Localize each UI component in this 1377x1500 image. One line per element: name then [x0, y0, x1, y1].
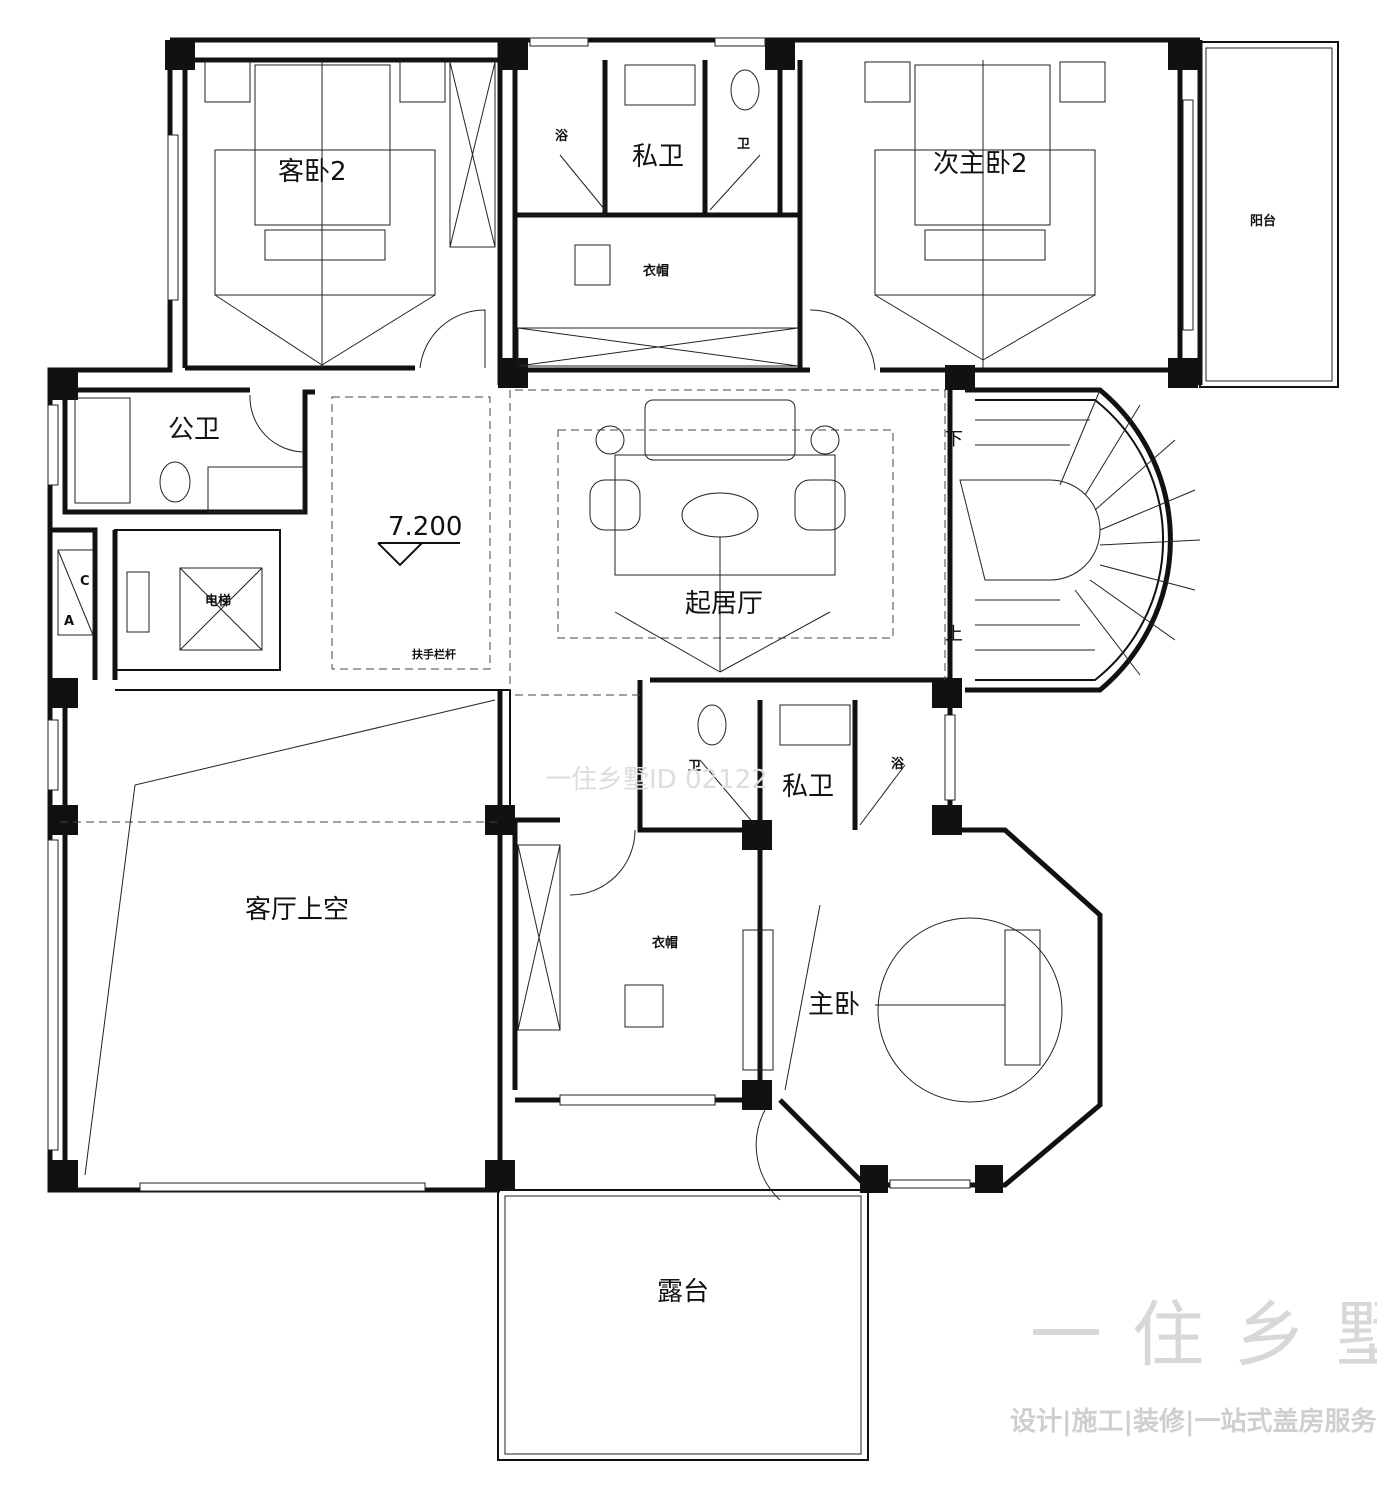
windows: [47, 37, 1194, 1192]
terrace-label: 露台: [657, 1277, 709, 1307]
columns: [48, 40, 1198, 1193]
watermarks: 一住乡墅ID 02122 一住乡墅 设计|施工|装修|一站式盖房服务: [545, 765, 1377, 1437]
toilet-top-label: 卫: [737, 137, 750, 152]
living-room-label: 起居厅: [685, 589, 763, 619]
guest-bedroom-2-label: 客卧2: [278, 157, 347, 187]
master-bedroom-label: 主卧: [808, 990, 860, 1020]
private-bath-top-label: 私卫: [632, 142, 684, 172]
shaft-c-label: C: [80, 574, 90, 589]
closet-master-label: 衣帽: [652, 935, 678, 951]
elevator-label: 电梯: [205, 593, 231, 609]
walls: [47, 37, 1339, 1461]
elevation-marker: [377, 542, 460, 567]
toilet-mid-label: 卫: [688, 759, 701, 774]
annotations: [57, 60, 1201, 1201]
brand-watermark: 一住乡墅: [1030, 1293, 1377, 1377]
closet-top-label: 衣帽: [643, 263, 669, 279]
shaft-a-label: A: [64, 614, 74, 629]
room-labels: 客卧2 私卫 浴 卫 次主卧2 阳台 衣帽 公卫 7.200 电梯 扶手栏杆 起…: [64, 128, 1276, 1307]
slogan-watermark: 设计|施工|装修|一站式盖房服务: [1010, 1406, 1377, 1437]
bath-mid-label: 浴: [891, 756, 905, 772]
center-watermark: 一住乡墅ID 02122: [545, 765, 768, 795]
public-bath-label: 公卫: [168, 415, 220, 445]
stair-up-label: 上: [945, 624, 963, 645]
stair-down-label: 下: [945, 429, 963, 450]
void-living-label: 客厅上空: [245, 895, 349, 925]
second-master-2-label: 次主卧2: [933, 149, 1028, 179]
elevation-label: 7.200: [388, 512, 462, 542]
bath-top-label: 浴: [555, 128, 569, 144]
private-bath-mid-label: 私卫: [782, 772, 834, 802]
balcony-label: 阳台: [1250, 213, 1276, 229]
handrail-label: 扶手栏杆: [412, 647, 456, 661]
